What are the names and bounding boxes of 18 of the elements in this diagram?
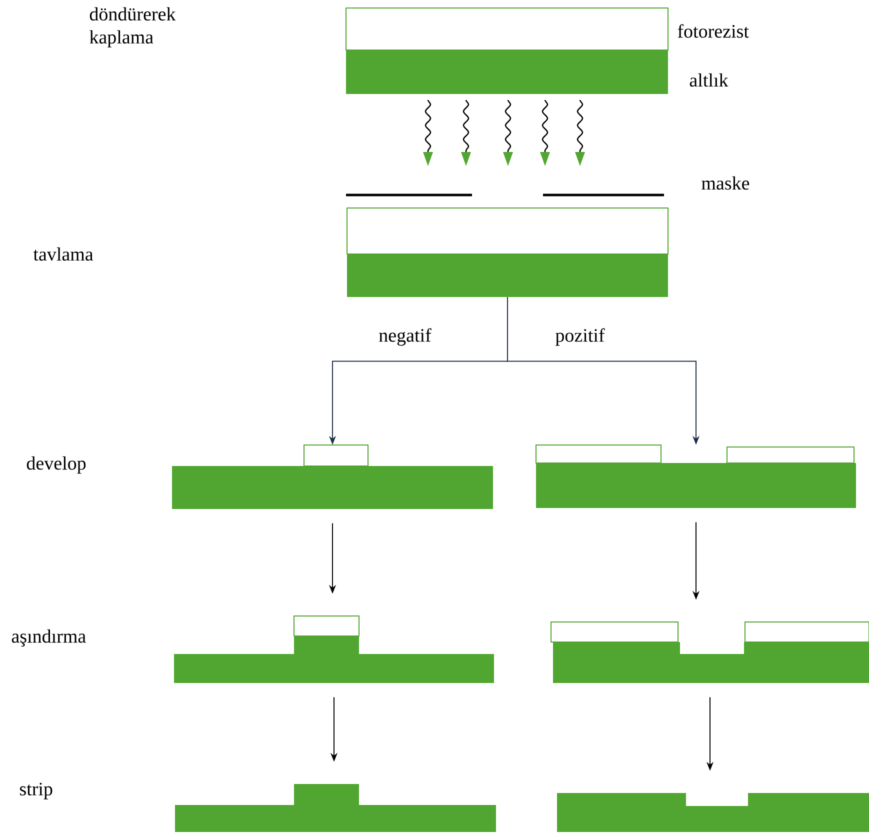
- step-label: develop: [26, 456, 86, 474]
- edge-label: negatif: [378, 327, 432, 347]
- step-label: maske: [702, 176, 750, 190]
- step-label: döndürerek kaplama: [90, 7, 176, 48]
- layer-stack: [175, 784, 496, 832]
- edge-label: pozitif: [554, 327, 606, 347]
- layer-stack: [346, 208, 668, 297]
- layer-stack: [346, 8, 668, 94]
- layer-label: altlık: [690, 73, 728, 87]
- layer-stack: [174, 616, 494, 683]
- layer-stack: [536, 444, 856, 508]
- layer-stack: [172, 444, 493, 509]
- layer-stack: [557, 793, 869, 832]
- layer-stack: [550, 622, 869, 683]
- layer-label: fotorezist: [678, 24, 749, 38]
- step-label: aşındırma: [12, 629, 86, 647]
- step-label: strip: [20, 782, 52, 800]
- step-label: tavlama: [33, 247, 94, 261]
